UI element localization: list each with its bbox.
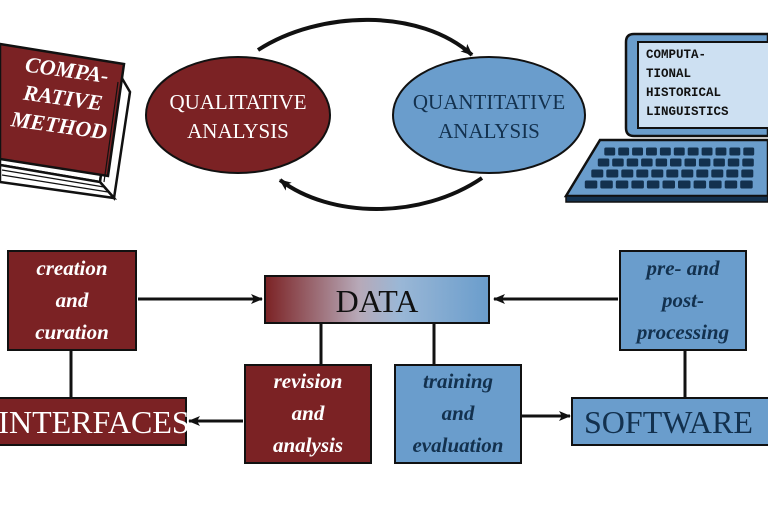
keyboard-key [741, 169, 754, 178]
laptop-icon: COMPUTA- TIONAL HISTORICAL LINGUISTICS [563, 32, 768, 203]
keyboard-key [597, 158, 610, 167]
qualitative-label-line1: QUALITATIVE [169, 90, 306, 114]
keyboard-key [591, 169, 604, 178]
keyboard-key [641, 158, 653, 167]
revision-line1: revision [274, 369, 343, 393]
keyboard-key [687, 147, 699, 156]
pre-line2: post- [660, 288, 704, 312]
pre-line3: processing [635, 320, 729, 344]
keyboard-key [681, 169, 694, 178]
keyboard-key [659, 147, 671, 156]
keyboard-key [684, 158, 696, 167]
qualitative-analysis-node: QUALITATIVE ANALYSIS [145, 56, 331, 174]
training-line1: training [423, 369, 493, 393]
keyboard-key [742, 158, 754, 167]
software-box: SOFTWARE [571, 397, 768, 446]
keyboard-key [631, 180, 644, 189]
keyboard-key [693, 180, 707, 189]
keyboard-key [612, 158, 624, 167]
book-icon: COMPA- RATIVE METHOD [0, 42, 132, 201]
creation-line3: curation [35, 320, 109, 344]
data-box: DATA [264, 275, 490, 324]
keyboard-key [709, 180, 722, 189]
creation-curation-box: creation and curation [7, 250, 137, 351]
keyboard-key [740, 180, 753, 189]
training-line2: and [442, 401, 475, 425]
laptop-keyboard [584, 147, 755, 189]
keyboard-key [743, 147, 755, 156]
keyboard-key [726, 169, 739, 178]
keyboard-key [666, 169, 679, 178]
quantitative-label-line1: QUANTITATIVE [413, 90, 565, 114]
keyboard-key [698, 158, 711, 167]
keyboard-key [729, 147, 741, 156]
keyboard-key [632, 147, 643, 156]
keyboard-key [696, 169, 709, 178]
keyboard-key [636, 169, 649, 178]
keyboard-key [646, 180, 660, 189]
revision-analysis-box: revision and analysis [244, 364, 372, 464]
laptop-screen-line2: TIONAL [646, 67, 691, 81]
keyboard-key [621, 169, 634, 178]
keyboard-key [711, 169, 724, 178]
training-evaluation-box: training and evaluation [394, 364, 522, 464]
revision-line2: and [292, 401, 325, 425]
software-label: SOFTWARE [584, 404, 753, 440]
qualitative-label-line2: ANALYSIS [187, 119, 289, 143]
quantitative-label-line2: ANALYSIS [438, 119, 540, 143]
arrow-quantitative-to-qualitative [278, 176, 484, 211]
keyboard-key [662, 180, 675, 189]
data-label: DATA [336, 283, 419, 319]
creation-line2: and [56, 288, 89, 312]
keyboard-key [713, 158, 725, 167]
laptop-screen-line1: COMPUTA- [646, 48, 706, 62]
pre-post-processing-box: pre- and post- processing [619, 250, 747, 351]
revision-line3: analysis [273, 433, 343, 457]
keyboard-key [600, 180, 613, 189]
keyboard-key [678, 180, 691, 189]
keyboard-key [618, 147, 630, 156]
keyboard-key [715, 147, 727, 156]
keyboard-key [646, 147, 657, 156]
arrow-qualitative-to-quantitative [256, 17, 474, 57]
interfaces-box: INTERFACES [0, 397, 190, 446]
pre-line1: pre- and [645, 256, 720, 280]
training-line3: evaluation [412, 433, 503, 457]
laptop-screen-line3: HISTORICAL [646, 86, 721, 100]
laptop-screen-line4: LINGUISTICS [646, 105, 729, 119]
keyboard-key [670, 158, 682, 167]
keyboard-key [724, 180, 738, 189]
keyboard-key [655, 158, 668, 167]
keyboard-key [651, 169, 664, 178]
interfaces-label: INTERFACES [0, 404, 190, 440]
keyboard-key [604, 147, 616, 156]
creation-line1: creation [36, 256, 107, 280]
keyboard-key [701, 147, 713, 156]
keyboard-key [606, 169, 619, 178]
keyboard-key [615, 180, 629, 189]
keyboard-key [727, 158, 740, 167]
keyboard-key [673, 147, 685, 156]
quantitative-analysis-node: QUANTITATIVE ANALYSIS [392, 56, 586, 174]
keyboard-key [626, 158, 639, 167]
keyboard-key [584, 180, 598, 189]
